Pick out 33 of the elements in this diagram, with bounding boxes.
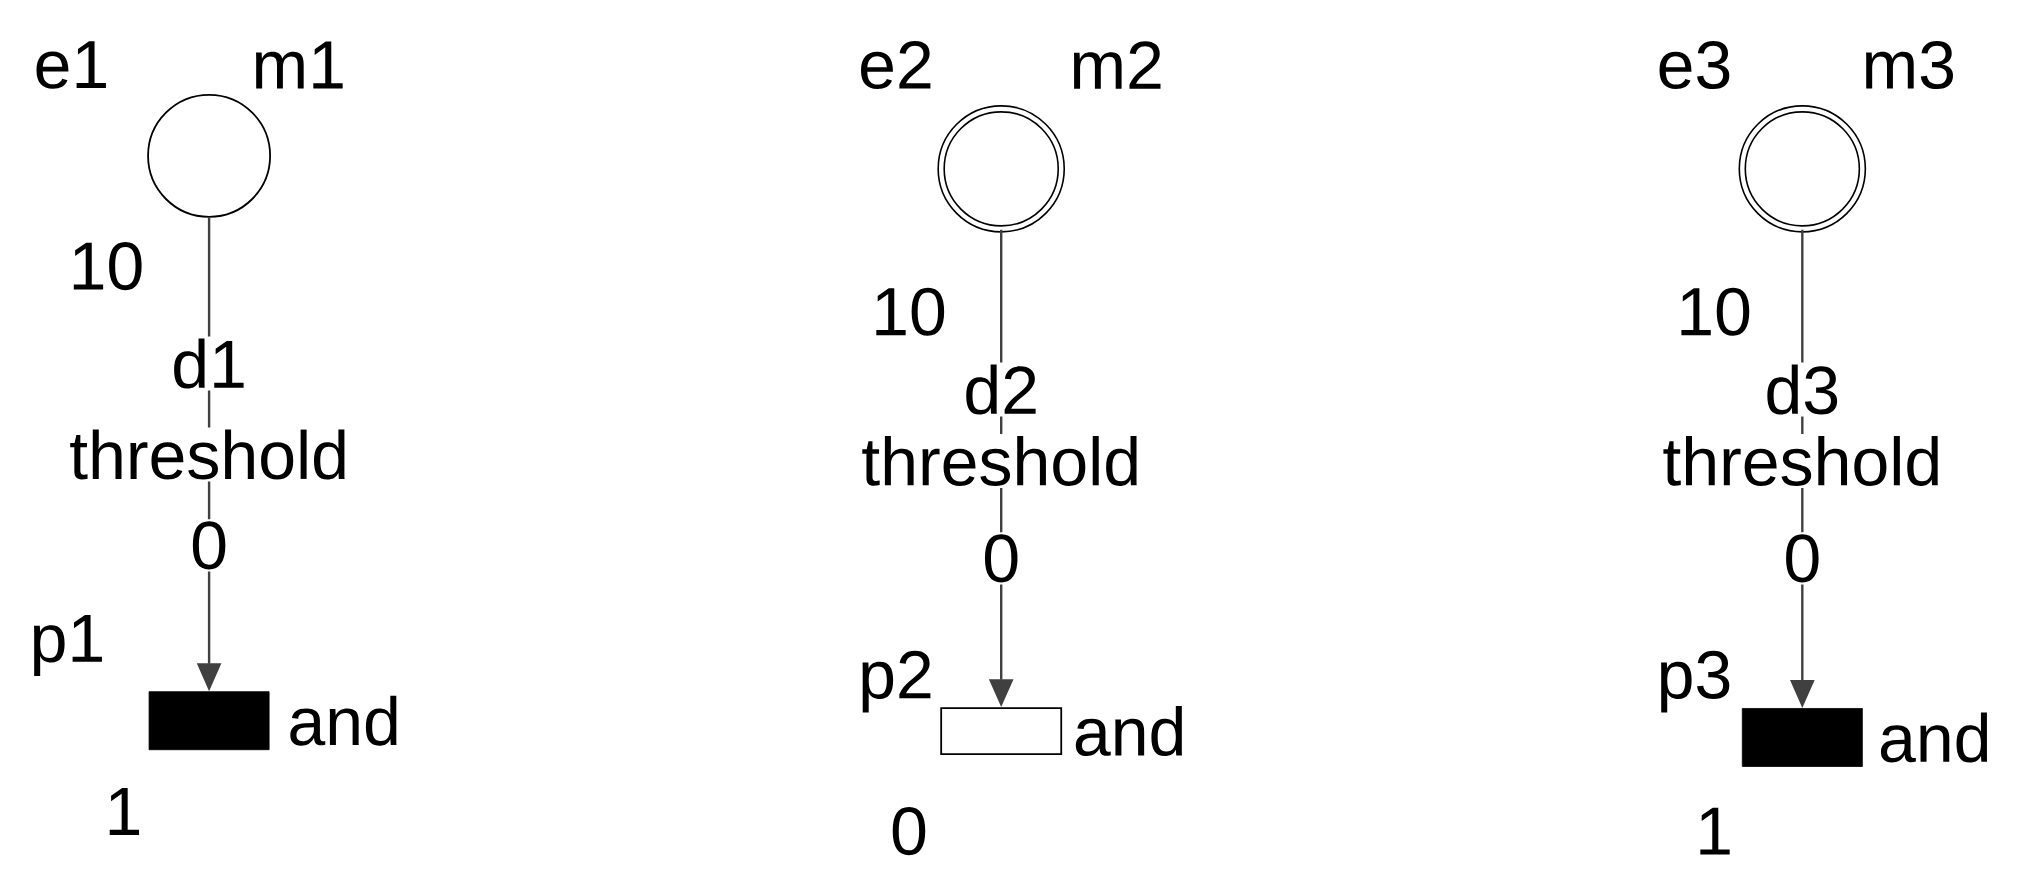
- node-label: e3: [1659, 41, 1730, 90]
- node-label: e2: [861, 41, 931, 90]
- edge-label: threshold: [859, 434, 1144, 489]
- place-circle: [147, 94, 271, 218]
- arc-name: d1: [169, 336, 249, 391]
- node-label: m1: [256, 41, 343, 89]
- arc-weight: 0: [1781, 532, 1824, 585]
- arc-weight: 0: [980, 532, 1023, 585]
- token-count: 10: [1681, 287, 1750, 337]
- transition-box: [940, 707, 1063, 756]
- arc-name: d3: [1762, 362, 1843, 417]
- transition-bar: [1741, 708, 1863, 768]
- edge-label: threshold: [1660, 434, 1945, 489]
- place-circle: [937, 105, 1066, 233]
- token-count: 0: [892, 807, 926, 856]
- node-label: p2: [862, 651, 931, 713]
- transition-label: and: [1075, 706, 1182, 757]
- node-label: m3: [1866, 41, 1953, 90]
- edge-label: threshold: [67, 427, 351, 482]
- token-count: 10: [73, 242, 142, 291]
- transition-label: and: [290, 695, 397, 746]
- arc-weight: 0: [188, 519, 230, 572]
- transition-bar: [148, 691, 270, 751]
- arc-name: d2: [961, 362, 1042, 417]
- place-circle: [1738, 105, 1867, 233]
- token-count: 1: [109, 788, 140, 836]
- node-label: e1: [36, 41, 106, 89]
- node-label: p1: [34, 615, 102, 677]
- node-label: m2: [1073, 41, 1161, 89]
- node-label: p3: [1661, 651, 1730, 713]
- token-count: 1: [1700, 807, 1730, 855]
- transition-label: and: [1880, 712, 1988, 763]
- token-count: 10: [876, 287, 945, 337]
